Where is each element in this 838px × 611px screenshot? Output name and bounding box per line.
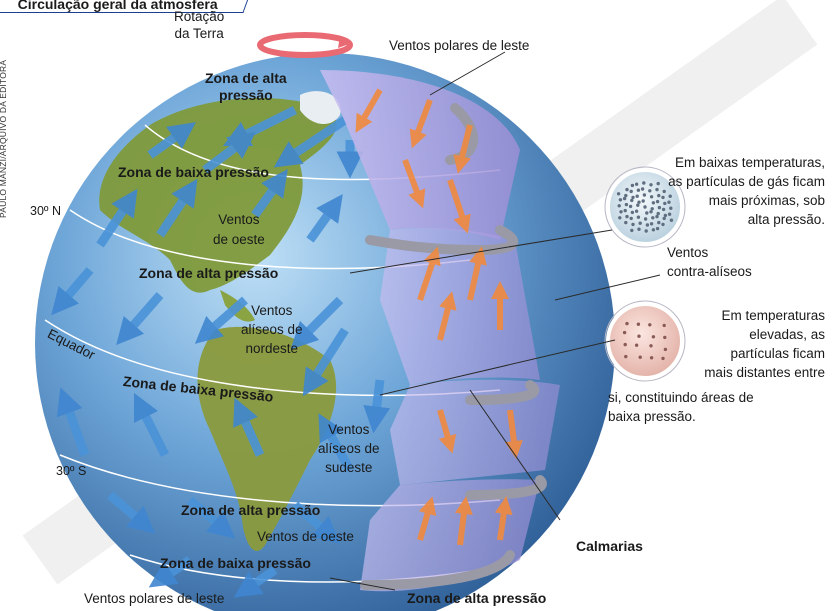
image-credit: PAULO MANZI/ARQUIVO DA EDITORA <box>0 59 8 218</box>
leader-lines <box>329 51 661 591</box>
low-pressure-south-label: Zona de baixa pressão <box>160 555 311 571</box>
low-pressure-explanation-cont: si, constituindo áreas de baixa pressão. <box>608 390 754 424</box>
high-pressure-bottom-label: Zona de alta pressão <box>407 590 547 606</box>
latitude-30s-label: 30º S <box>56 464 87 478</box>
south-america <box>197 326 337 551</box>
low-pressure-north-label: Zona de baixa pressão <box>118 164 269 180</box>
low-pressure-explanation: Em temperaturas elevadas, as partículas … <box>704 308 825 380</box>
westerlies-north-label: Ventos de oeste <box>213 212 265 247</box>
polar-easterlies-bottom-label: Ventos polares de leste <box>84 591 225 606</box>
latitude-30n-label: 30º N <box>30 204 61 218</box>
antitrades-label: Ventos contra-alíseos <box>667 245 752 279</box>
high-pressure-30n-label: Zona de alta pressão <box>139 265 279 281</box>
circulation-cells <box>320 70 560 592</box>
rotation-arrow-icon <box>257 32 353 58</box>
dense-particles <box>616 181 674 233</box>
calms-label: Calmarias <box>576 538 643 554</box>
se-trade-winds-label: Ventos alíseos de sudeste <box>318 422 380 475</box>
ne-trade-winds-label: Ventos alíseos de nordeste <box>241 303 303 356</box>
rotation-label: Rotação da Terra <box>174 9 225 41</box>
earth-globe <box>35 53 615 611</box>
westerlies-south-label: Ventos de oeste <box>257 529 354 544</box>
high-pressure-30s-label: Zona de alta pressão <box>181 502 321 518</box>
surface-wind-arrows <box>51 105 391 598</box>
high-pressure-top-label: Zona de alta pressão <box>205 70 287 103</box>
sparse-particles <box>622 321 668 361</box>
high-pressure-explanation: Em baixas temperaturas, as partículas de… <box>668 155 825 227</box>
polar-easterlies-top-label: Ventos polares de leste <box>389 38 530 53</box>
